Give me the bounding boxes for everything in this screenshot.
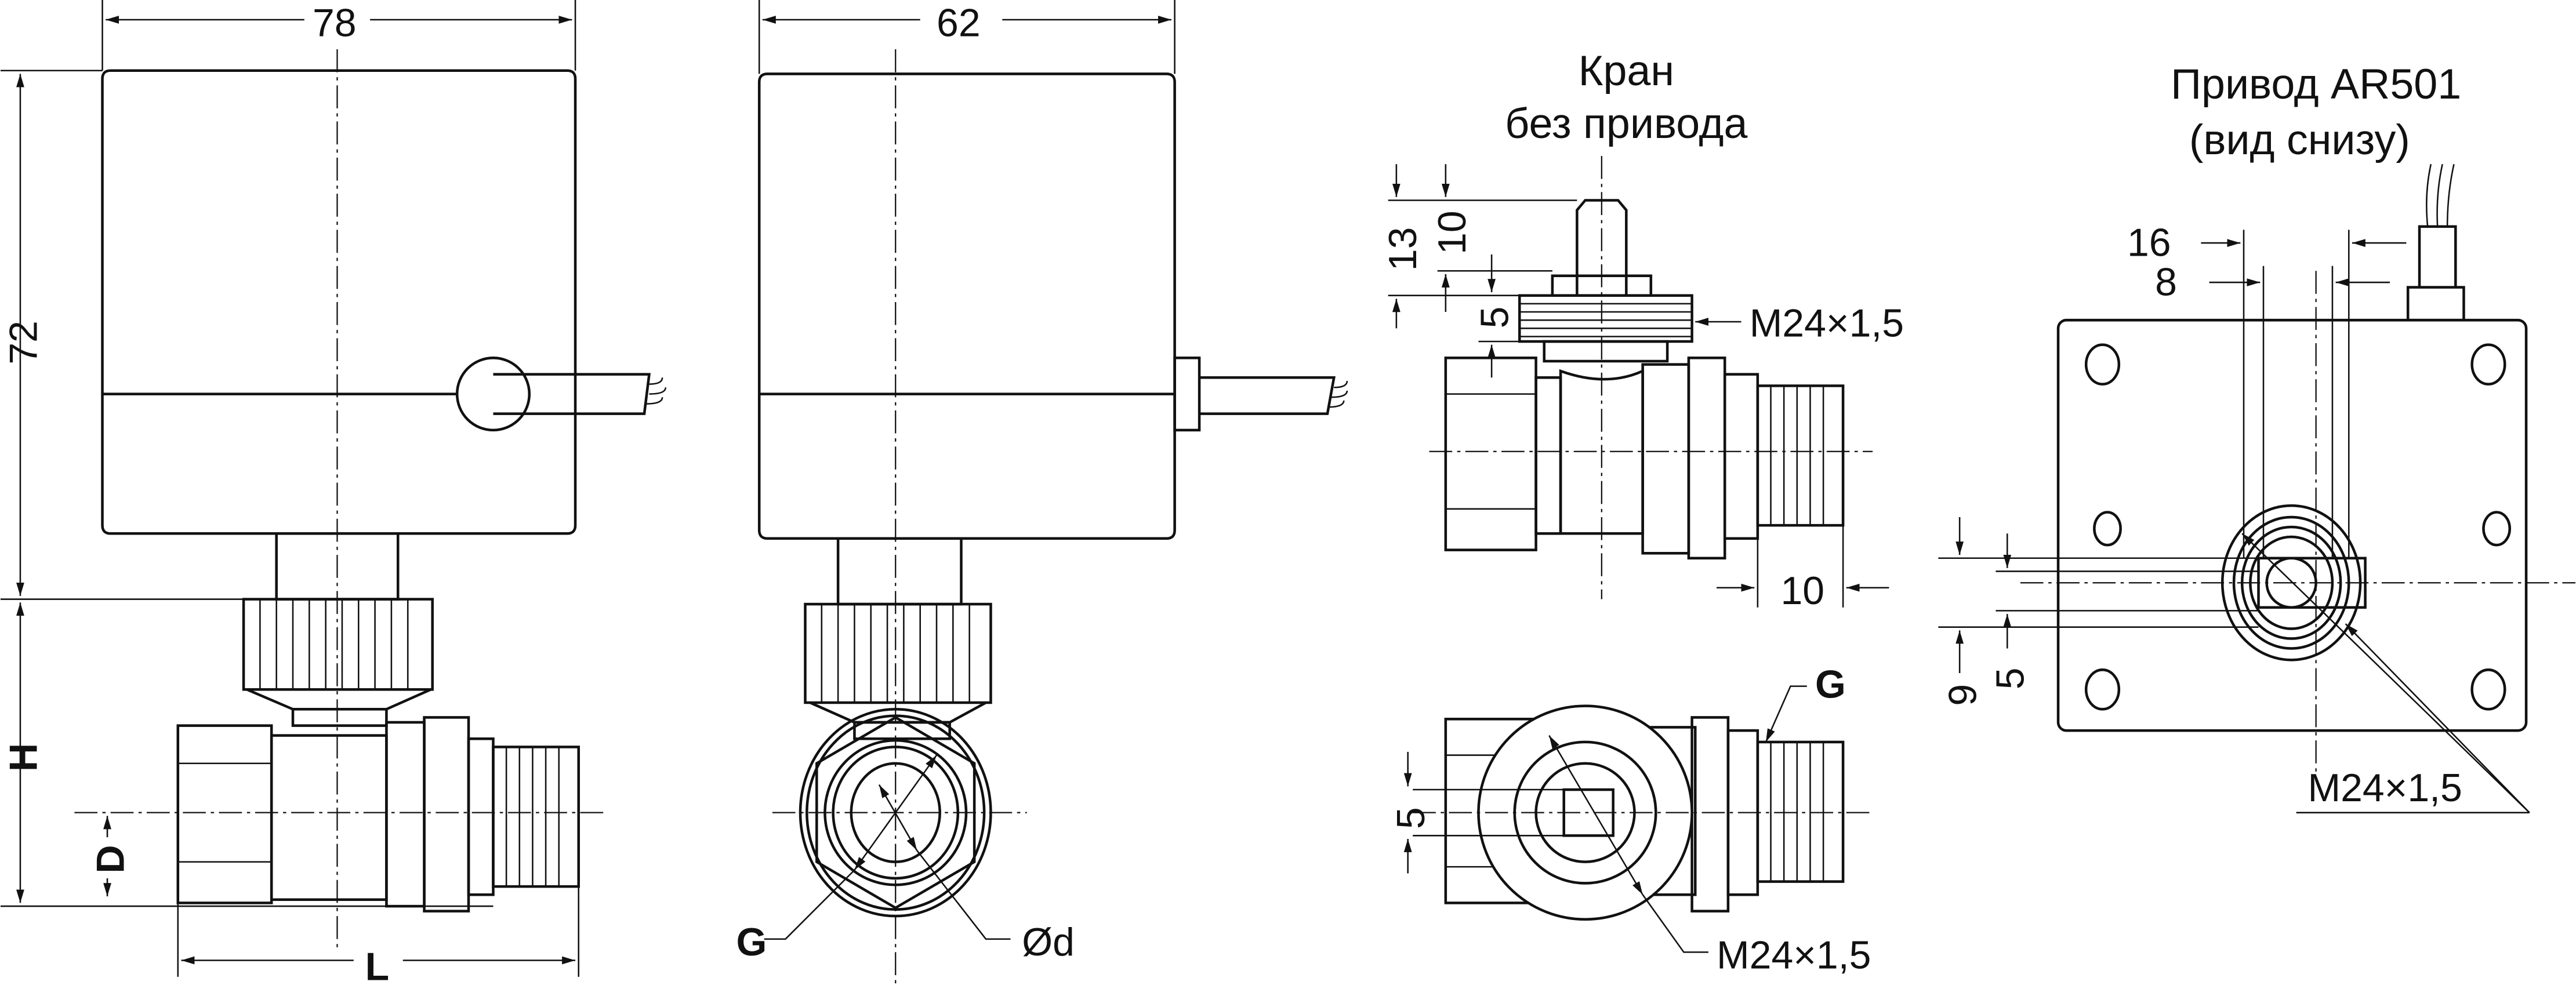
- height-dim-72: 72: [1, 321, 45, 365]
- view-side-with-actuator: 78 72 H D L: [0, 0, 667, 985]
- dim-8: 8: [2155, 260, 2177, 304]
- g-label: G: [736, 920, 767, 964]
- d-label: D: [88, 845, 132, 873]
- dim-5: 5: [1989, 668, 2033, 690]
- h-label: H: [1, 743, 45, 772]
- thread-top: M24×1,5: [1750, 301, 1904, 345]
- dim-9: 9: [1940, 684, 1984, 706]
- view-valve-without-actuator: Кран без привода 13 10 5 M24×1,5 10 5 M2…: [1381, 46, 1904, 977]
- dim-13: 13: [1381, 227, 1425, 271]
- dim-5-top: 5: [1472, 307, 1516, 329]
- thread-bottom: M24×1,5: [1717, 933, 1871, 977]
- bore-label: Ød: [1022, 920, 1075, 964]
- width-dim-62: 62: [937, 1, 981, 45]
- dim-10-thread: 10: [1781, 569, 1825, 613]
- g-label-bottom: G: [1815, 662, 1846, 706]
- width-dim-78: 78: [313, 1, 357, 45]
- title-line2: (вид снизу): [2189, 115, 2410, 163]
- dim-16: 16: [2127, 221, 2171, 265]
- view-actuator-bottom: Привод AR501 (вид снизу) 16 8 9 5 M24×1,…: [1938, 60, 2576, 813]
- thread-label: M24×1,5: [2307, 766, 2462, 810]
- dim-5-bottom: 5: [1389, 807, 1433, 829]
- l-label: L: [365, 945, 390, 985]
- dim-10-top: 10: [1430, 210, 1474, 255]
- title-line1: Кран: [1579, 46, 1674, 94]
- title-line2: без привода: [1505, 99, 1747, 147]
- title-line1: Привод AR501: [2171, 60, 2461, 108]
- view-front-with-actuator: 62 G Ød: [736, 0, 1348, 985]
